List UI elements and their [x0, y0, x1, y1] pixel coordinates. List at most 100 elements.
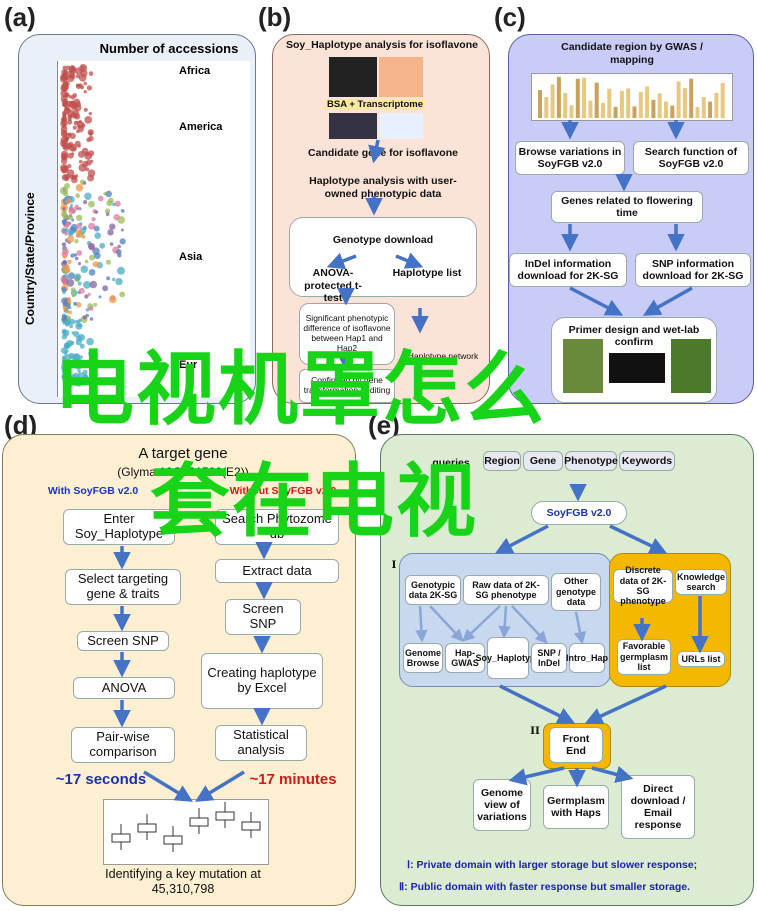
- scatter-dot: [64, 174, 71, 180]
- scatter-dot: [72, 174, 77, 180]
- scatter-dot: [80, 85, 85, 90]
- scatter-dot: [67, 310, 72, 315]
- scatter-dot: [93, 225, 100, 232]
- scatter-dot: [74, 379, 83, 387]
- scatter-dot: [81, 234, 86, 239]
- scatter-dot: [112, 277, 116, 282]
- scatter-dot: [73, 353, 81, 361]
- data-box-genotypic-label: Genotypic data 2K-SG: [408, 579, 458, 600]
- heatmap-image: [379, 57, 423, 97]
- scatter-dot: [64, 354, 72, 361]
- left-step-1-label: Enter Soy_Haplotype: [74, 511, 164, 541]
- tool-hap-gwas-label: Hap-GWAS: [451, 647, 479, 668]
- plant-photo-1: [563, 339, 603, 393]
- scatter-dot: [117, 216, 126, 224]
- gwas-bar: [714, 92, 719, 118]
- scatter-dot: [85, 308, 90, 312]
- scatter-dot: [117, 244, 121, 249]
- scatter-dot: [67, 152, 74, 159]
- tool-genome-browse-label: Genome Browse: [405, 647, 442, 668]
- query-tab-region[interactable]: Region: [483, 451, 521, 471]
- tool-intro-hap: Intro_Hap: [566, 643, 609, 673]
- scatter-dot: [87, 242, 95, 250]
- scatter-dot: [61, 73, 69, 81]
- scatter-dot: [67, 163, 72, 169]
- scatter-dot: [78, 207, 82, 211]
- left-step-2: Select targeting gene & traits: [65, 569, 181, 605]
- search-label: Search function of SoyFGB v2.0: [644, 145, 738, 170]
- hub-label: SoyFGB v2.0: [546, 506, 612, 519]
- scatter-dot: [72, 125, 77, 130]
- scatter-dot: [88, 135, 94, 142]
- query-tab-phenotype[interactable]: Phenotype: [564, 451, 618, 471]
- scatter-dot: [65, 65, 71, 71]
- roman-one: I: [391, 559, 397, 571]
- scatter-dot: [107, 229, 114, 236]
- gwas-bar: [695, 107, 700, 118]
- watermark-line-1: 电视机罩怎么: [54, 343, 546, 436]
- panel-d: A target gene (Glyma.10G221500(E2)) With…: [2, 434, 356, 906]
- b-title: Soy_Haplotype analysis for isoflavone: [286, 39, 478, 51]
- front-end-box: Front End: [549, 727, 603, 763]
- gwas-bars-svg: [538, 76, 725, 118]
- scatter-dot: [76, 250, 83, 256]
- right-step-4: Creating haplotype by Excel: [201, 653, 323, 709]
- scatter-dot: [67, 75, 75, 82]
- scatter-dot: [70, 112, 77, 119]
- scatter-dot: [92, 261, 99, 268]
- scatter-dot: [75, 193, 80, 198]
- scatter-dot: [106, 200, 113, 207]
- note-private: Ⅰ: Private domain with larger storage bu…: [407, 859, 698, 871]
- tool-intro-hap-label: Intro_Hap: [566, 652, 609, 663]
- indel-box: InDel information download for 2K-SG: [509, 253, 627, 287]
- watermark-line-2: 套在电视: [150, 455, 478, 548]
- scatter-dot: [104, 208, 111, 214]
- gwas-bar: [607, 88, 612, 118]
- query-tab-keywords[interactable]: Keywords: [619, 451, 675, 471]
- scatter-dot: [87, 292, 91, 296]
- scatter-dot: [65, 106, 70, 111]
- scatter-dot: [105, 259, 111, 265]
- scatter-dot: [75, 229, 83, 237]
- right-step-2-label: Extract data: [242, 562, 312, 578]
- d-gene: (Glyma.10G221500(E2)): [117, 465, 249, 479]
- scatter-dot: [62, 254, 67, 259]
- scatter-dot: [84, 192, 92, 200]
- scatter-dot: [67, 380, 73, 386]
- expression-image: [379, 113, 423, 139]
- scatter-dot: [76, 214, 83, 221]
- boxplot-box: [215, 811, 235, 821]
- query-tab-gene[interactable]: Gene: [523, 451, 563, 471]
- scatter-dot: [60, 347, 68, 354]
- gwas-bar: [708, 101, 713, 118]
- d-title: A target gene: [138, 445, 228, 462]
- scatter-dot: [119, 291, 126, 298]
- snp-label: SNP information download for 2K-SG: [642, 257, 744, 282]
- left-step-3: Screen SNP: [77, 631, 169, 651]
- query-tab-keywords-label: Keywords: [621, 454, 673, 467]
- scatter-dot: [62, 259, 67, 264]
- scatter-dot: [82, 369, 88, 375]
- gwas-bar: [657, 93, 662, 118]
- left-step-1: Enter Soy_Haplotype: [63, 509, 175, 545]
- scatter-dot: [84, 294, 89, 299]
- scatter-dot: [84, 259, 89, 264]
- accessions-title: Number of accessions: [99, 41, 239, 56]
- scatter-dot: [60, 125, 68, 133]
- scatter-dot: [120, 209, 125, 213]
- scatter-dot: [66, 279, 75, 287]
- scatter-dot: [83, 90, 87, 94]
- scatter-dot: [67, 119, 73, 125]
- gwas-bar: [544, 97, 549, 118]
- left-step-4-label: ANOVA: [101, 679, 147, 695]
- haplotype-analysis: Haplotype analysis with user-owned pheno…: [309, 175, 457, 200]
- gel-photo: [609, 353, 665, 383]
- scatter-dot: [60, 275, 69, 284]
- scatter-dot: [75, 302, 82, 308]
- plant-photo-2: [671, 339, 711, 393]
- gwas-bar: [720, 83, 725, 118]
- scatter-dot: [105, 190, 112, 198]
- scatter-dot: [62, 248, 69, 255]
- scatter-dot: [77, 281, 82, 286]
- data-box-genotypic: Genotypic data 2K-SG: [405, 575, 461, 605]
